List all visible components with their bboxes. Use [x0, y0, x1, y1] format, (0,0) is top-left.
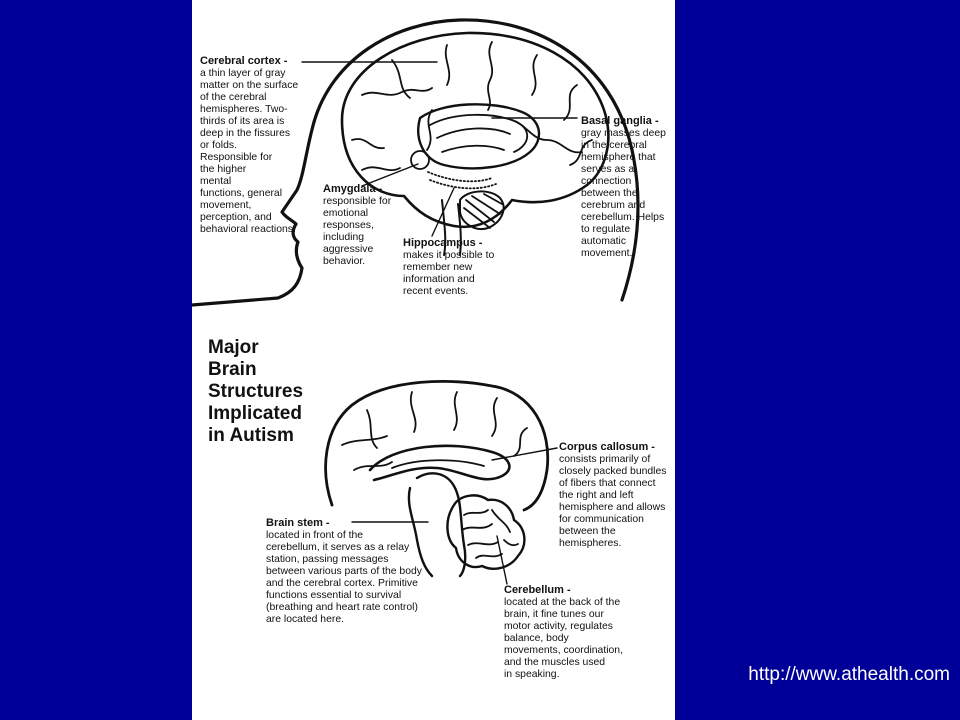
- brain-illustration: [192, 18, 640, 585]
- brain-stem-heading: Brain stem -: [266, 517, 330, 529]
- diagram-panel: Cerebral cortex - a thin layer of gray m…: [192, 0, 675, 720]
- basal-ganglia-heading: Basal ganglia -: [581, 115, 659, 127]
- cerebellum-description: located at the back of the brain, it fin…: [504, 597, 623, 680]
- amygdala-heading: Amygdala -: [323, 183, 383, 195]
- face-profile-outline: [192, 120, 316, 307]
- hippocampus-heading: Hippocampus -: [403, 237, 483, 249]
- label-hippocampus: Hippocampus - makes it possible to remem…: [403, 237, 494, 298]
- cerebral-cortex-heading: Cerebral cortex -: [200, 55, 288, 67]
- lower-brain: [324, 380, 550, 578]
- basal-ganglia-description: gray masses deep in the cerebral hemisph…: [581, 128, 666, 259]
- label-amygdala: Amygdala - responsible for emotional res…: [323, 183, 391, 268]
- source-url: http://www.athealth.com: [748, 664, 950, 685]
- label-brain-stem: Brain stem - located in front of the cer…: [266, 517, 422, 626]
- upper-brain: [340, 31, 610, 256]
- amygdala-description: responsible for emotional responses, inc…: [323, 196, 392, 267]
- label-cerebellum: Cerebellum - located at the back of the …: [504, 584, 623, 681]
- hippocampus-description: makes it possible to remember new inform…: [403, 250, 495, 297]
- label-basal-ganglia: Basal ganglia - gray masses deep in the …: [581, 115, 666, 260]
- brain-stem-description: located in front of the cerebellum, it s…: [266, 530, 422, 625]
- label-corpus-callosum: Corpus callosum - consists primarily of …: [559, 441, 666, 550]
- head-profile-outline: [312, 18, 640, 302]
- diagram-title: Major Brain Structures Implicated in Aut…: [208, 337, 304, 446]
- label-cerebral-cortex: Cerebral cortex - a thin layer of gray m…: [200, 55, 298, 236]
- cerebral-cortex-description: a thin layer of gray matter on the surfa…: [200, 68, 299, 235]
- leader-lines: [301, 61, 578, 585]
- corpus-callosum-description: consists primarily of closely packed bun…: [559, 454, 667, 549]
- cerebellum-heading: Cerebellum -: [504, 584, 571, 596]
- corpus-callosum-heading: Corpus callosum -: [559, 441, 655, 453]
